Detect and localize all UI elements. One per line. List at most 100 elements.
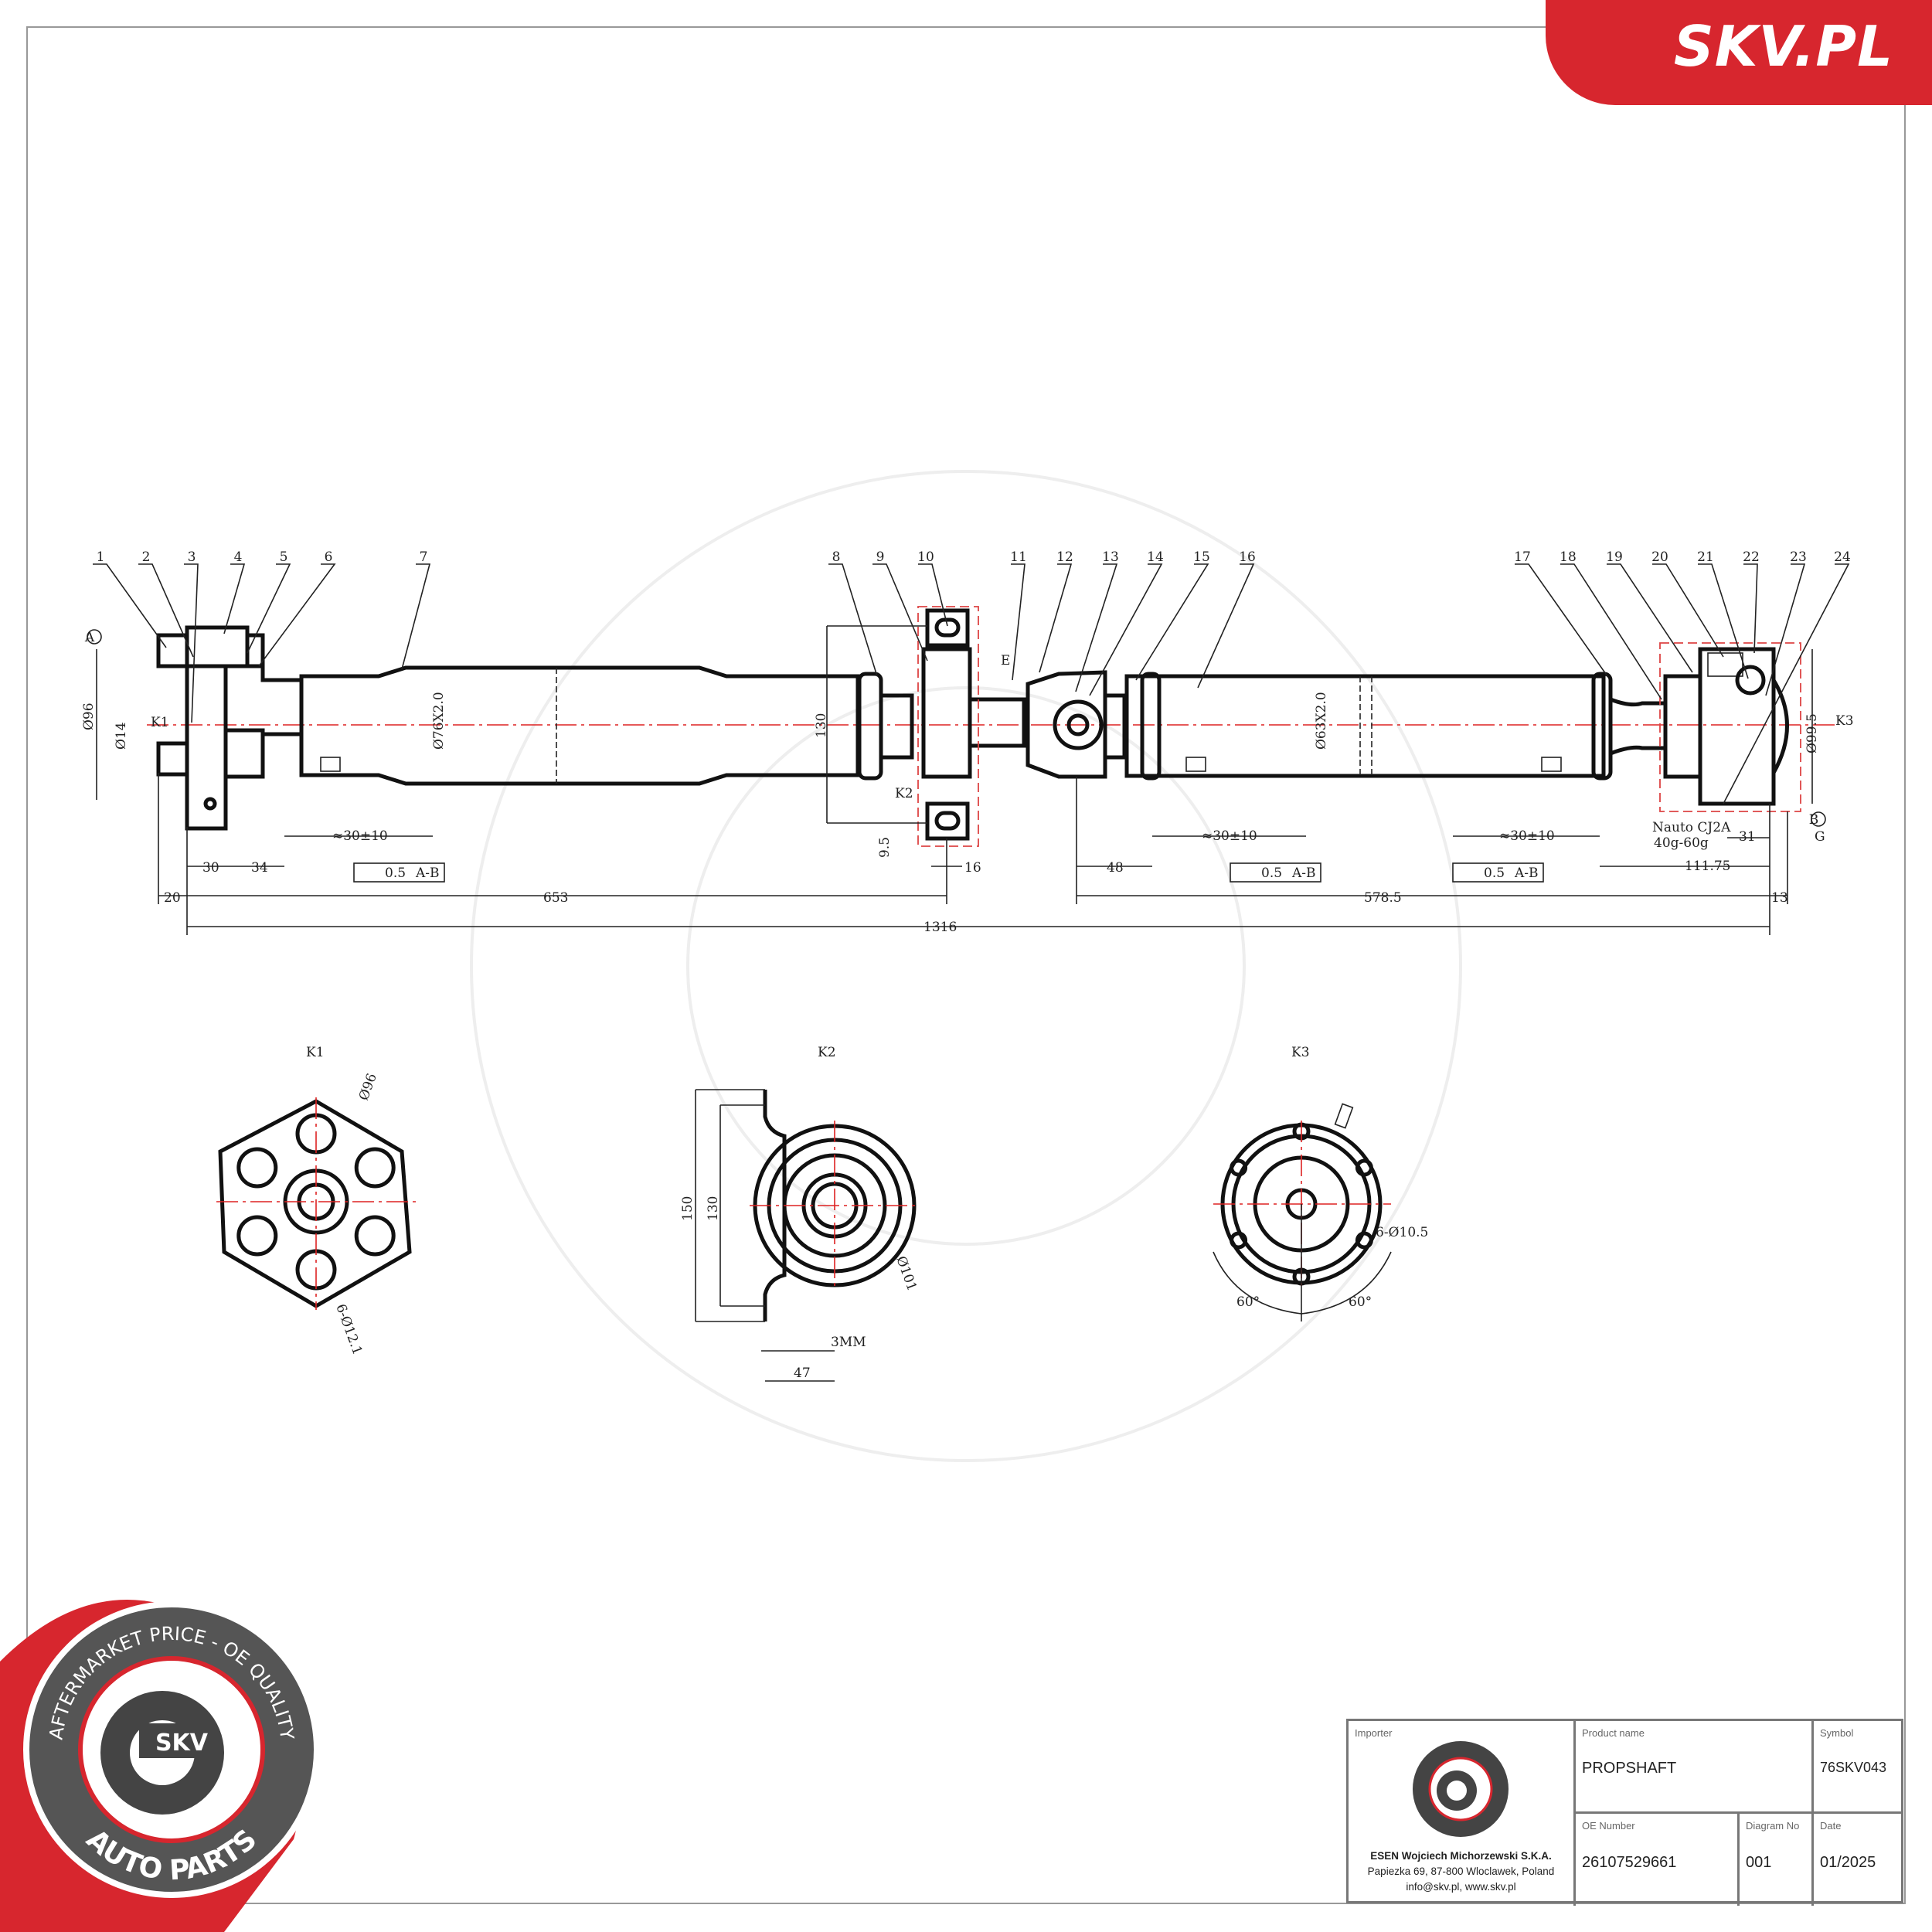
balloon-11: 11 [1010,549,1027,565]
k3-angle-left: 60° [1236,1294,1260,1310]
date-label: Date [1820,1820,1842,1832]
k3-angle-right: 60° [1349,1294,1372,1310]
view-ref-k3: K3 [1835,713,1854,729]
datum-a: A [84,630,95,645]
balloon-leader [1560,563,1662,700]
balloon-leader [1075,563,1118,692]
oe-number: 26107529661 [1582,1854,1677,1871]
k2-height-130: 130 [706,1196,721,1221]
balloon-7: 7 [420,549,428,565]
k2-width: 47 [794,1366,811,1381]
balloon-3: 3 [188,549,196,565]
balloon-2: 2 [142,549,151,565]
balloon-24: 24 [1834,549,1851,565]
balloon-leader [1765,563,1806,696]
dim-16: 16 [964,860,981,876]
importer-label: Importer [1355,1727,1393,1739]
diagram-cell: Diagram No 001 [1737,1814,1811,1906]
section-g: G [1815,829,1825,845]
balloon-17: 17 [1514,549,1531,565]
balloon-leader [872,563,928,662]
dim-9-5: 9.5 [877,837,893,858]
watermark-gear [470,470,1462,1462]
tube1-spec: Ø76X2.0 [431,692,447,750]
balance-tol-3: ≈30±10 [1499,828,1555,844]
diagram-number: 001 [1746,1854,1772,1871]
runout-texts: 0.5 A-B 0.5 A-B 0.5 A-B [385,866,1539,881]
bolt-hole [354,1215,396,1257]
balloon-5: 5 [280,549,288,565]
k2-height-150: 150 [680,1196,696,1221]
cv-joint [1659,642,1801,812]
bolt-hole [1355,1158,1373,1177]
runout-ref: A-B [1291,866,1316,881]
dim-111-75: 111.75 [1685,859,1730,874]
balloon-leader [258,563,336,667]
brand-site: SKV.PL [1673,14,1893,79]
dim-130: 130 [814,713,829,738]
dim-31: 31 [1739,829,1756,845]
balloon-leader [1515,563,1608,677]
importer-address: Papiezka 69, 87-800 Wloclawek, Poland [1367,1866,1555,1877]
oe-label: OE Number [1582,1820,1635,1832]
balloon-19: 19 [1606,549,1623,565]
balloon-leader [1723,563,1850,804]
importer-cell: Importer ESEN Wojciech Michorzewski S.K.… [1349,1721,1573,1901]
k1-label: K1 [306,1045,325,1060]
product-name: PROPSHAFT [1582,1760,1677,1777]
balance-tol-1: ≈30±10 [332,828,388,844]
balloon-18: 18 [1560,549,1577,565]
dim-cv-dia: Ø99.5 [1804,713,1820,753]
dim-flange-dia: Ø96 [81,702,97,730]
balloon-13: 13 [1102,549,1119,565]
drawing-frame [26,26,1906,1904]
dim-34: 34 [251,860,268,876]
balloon-leader [1135,563,1209,681]
k3-view [1213,1103,1392,1321]
balloon-leader [918,563,948,627]
rear-tube [1124,672,1668,781]
balloon-leader [1698,563,1749,679]
runout-frames [353,862,1544,883]
product-cell: Product name PROPSHAFT [1573,1721,1811,1814]
k3-label: K3 [1291,1045,1310,1060]
date-cell: Date 01/2025 [1811,1814,1901,1906]
front-tube [299,665,914,786]
dimension-lines [96,625,1813,935]
view-ref-k1: K1 [151,715,169,730]
k2-dia: Ø101 [893,1254,920,1293]
dim-48: 48 [1107,860,1124,876]
balloon-16: 16 [1239,549,1256,565]
balloon-leader [1607,563,1693,673]
balloon-leader [138,563,194,658]
symbol-label: Symbol [1820,1727,1854,1739]
datum-markers [87,629,1826,827]
balloon-leader [93,563,167,648]
product-label: Product name [1582,1727,1645,1739]
balloon-leader [1011,563,1026,681]
datum-b: B [1809,812,1819,828]
bolt-hole [1230,1231,1248,1250]
balloon-leader [1743,563,1758,654]
balloon-leader [223,563,246,634]
balloon-leader [1652,563,1724,658]
balloon-10: 10 [917,549,934,565]
symbol-value: 76SKV043 [1820,1760,1887,1775]
k1-holes: 6-Ø12.1 [332,1302,365,1357]
balloon-20: 20 [1651,549,1668,565]
importer-contact: info@skv.pl, www.skv.pl [1406,1881,1516,1893]
flex-coupling [156,625,304,831]
bolt-hole [236,1215,278,1257]
k2-thickness: 3MM [831,1335,866,1350]
bolt-hole [236,1147,278,1189]
view-ref-k2: K2 [895,786,913,801]
balloon-4: 4 [234,549,243,565]
balloon-leader [247,563,291,654]
k3-holes: 6-Ø10.5 [1376,1225,1428,1240]
bolt-hole [354,1147,396,1189]
balloon-leader [184,563,199,723]
runout-value: 0.5 [385,866,406,881]
dim-20: 20 [164,890,181,906]
skv-badge-logo: SKV AFTERMARKET PRICE - OE QUALITY AUTO … [0,1600,320,1932]
